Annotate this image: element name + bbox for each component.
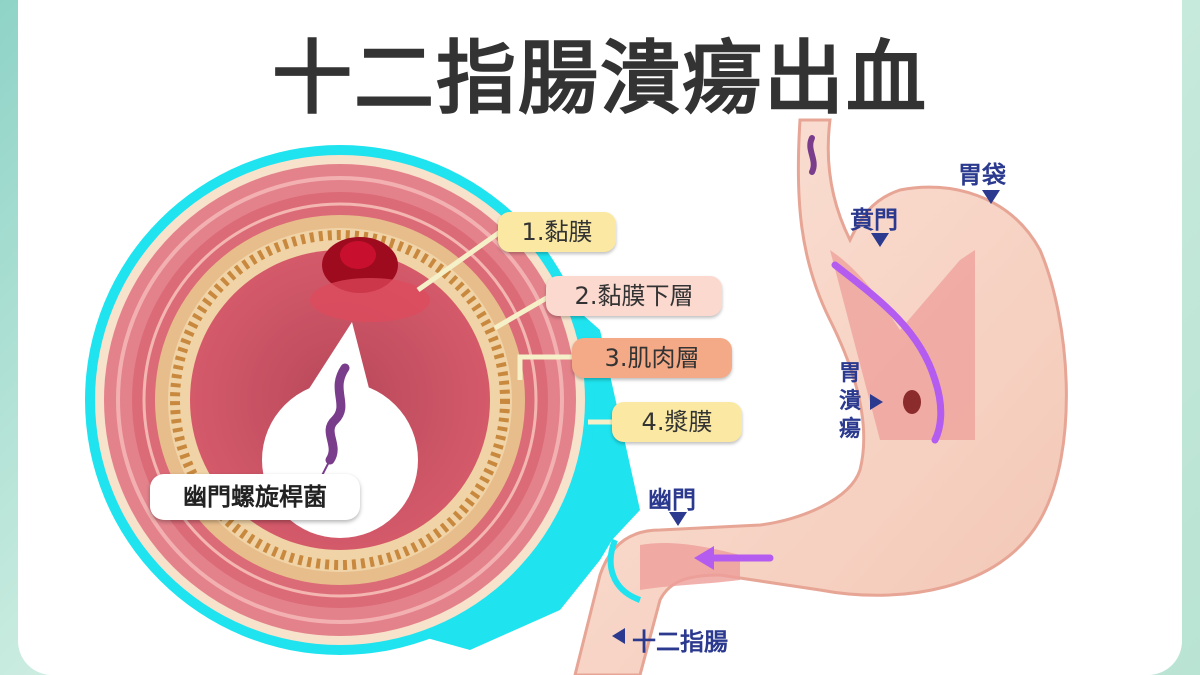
label-fundus: 胃袋 (958, 161, 1006, 189)
label-pylorus: 幽門 (648, 486, 696, 514)
bacterium-icon (325, 363, 350, 465)
layer-label-mucosa: 1.黏膜 (498, 212, 616, 252)
arrow-down-icon (982, 190, 1000, 204)
layer-label-submucosa: 2.黏膜下層 (546, 276, 722, 316)
page-title: 十二指腸潰瘍出血 (272, 32, 928, 125)
label-gastric-ulcer-1: 胃 (838, 361, 861, 386)
label-gastric-ulcer-2: 潰 (838, 389, 861, 414)
layer-label-serosa: 4.漿膜 (612, 402, 742, 442)
arrow-down-icon (669, 512, 687, 526)
label-cardia: 賁門 (850, 206, 898, 234)
label-gastric-ulcer-3: 瘍 (838, 417, 861, 442)
stomach-illustration (573, 118, 1068, 675)
arrow-down-icon (871, 233, 889, 247)
arrow-right-icon (870, 394, 883, 410)
leader-lines (416, 229, 612, 425)
layer-label-muscle: 3.肌肉層 (572, 338, 732, 378)
bacteria-label: 幽門螺旋桿菌 (150, 474, 360, 520)
label-duodenum: 十二指腸 (632, 628, 728, 656)
arrow-left-icon (612, 628, 625, 644)
